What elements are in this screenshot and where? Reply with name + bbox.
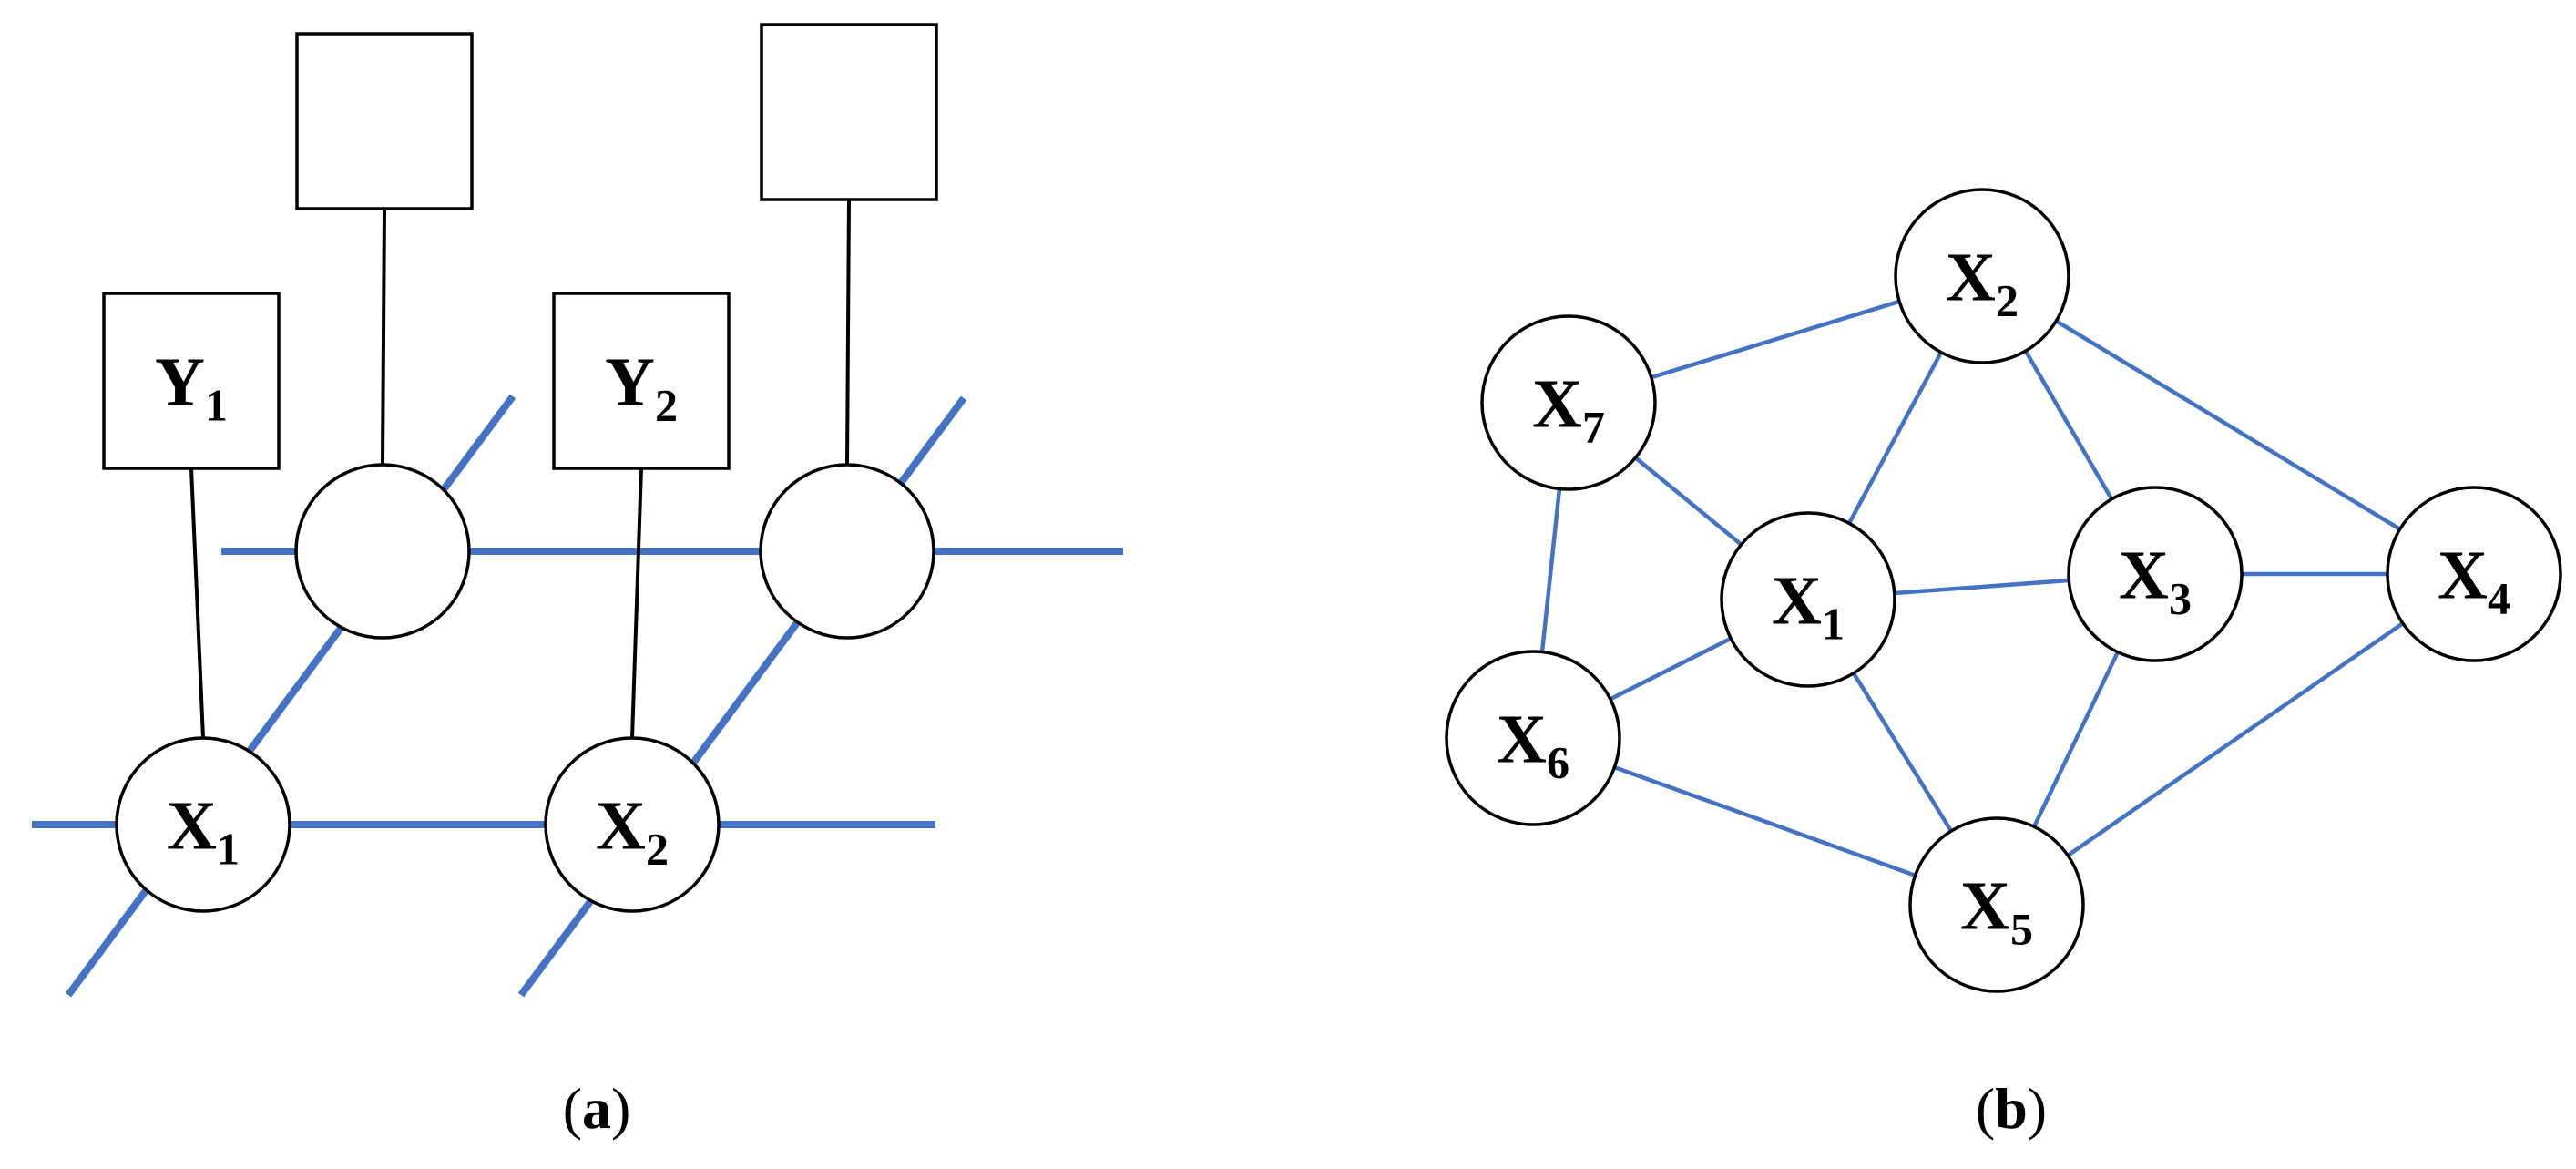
graph-node-X4: X4 (2386, 486, 2562, 662)
graph-node-circle (1908, 816, 2085, 993)
edge-X4-X5 (2066, 621, 2405, 857)
graph-node-label: X6 (1497, 702, 1569, 788)
graph-node-circle (2067, 486, 2244, 662)
graph-node-X2: X2 (1894, 188, 2070, 364)
graph-node-X5: X5 (1908, 816, 2085, 993)
graph-node-X1: X1 (1720, 511, 1896, 688)
graph-node-circle (1480, 314, 1657, 491)
edge-X6-X5 (1613, 765, 1917, 877)
graph-node-circle (2386, 486, 2562, 662)
edge-X1-X3 (1894, 578, 2070, 596)
hidden-node-ha (294, 463, 471, 640)
edge-X2-X1 (1847, 351, 1943, 525)
observation-link (845, 199, 851, 466)
graph-node-X3: X3 (2067, 486, 2244, 662)
hidden-circle (759, 463, 935, 640)
hidden-node-x1: X1 (115, 736, 291, 913)
graph-node-circle (1894, 188, 2070, 364)
edge-X7-X1 (1633, 456, 1743, 547)
graph-node-X6: X6 (1445, 650, 1621, 826)
edge-X2-X3 (2023, 350, 2114, 500)
observed-node-ua (295, 32, 474, 210)
edge-X7-X6 (1539, 488, 1562, 652)
caption-a-letter: a (582, 1076, 611, 1141)
observed-node-y2: Y2 (552, 292, 731, 470)
hidden-circle (544, 736, 721, 913)
graph-node-label: X1 (1772, 563, 1845, 650)
hidden-node-label: X2 (596, 788, 669, 875)
observed-box (760, 23, 938, 201)
graph-node-label: X3 (2119, 538, 2192, 624)
hidden-node-x2: X2 (544, 736, 721, 913)
edge-X1-X5 (1852, 672, 1953, 833)
observed-box (102, 292, 281, 470)
observed-node-y1: Y1 (102, 292, 281, 470)
observation-link (630, 467, 643, 739)
graph-node-circle (1720, 511, 1896, 688)
graph-node-label: X4 (2438, 538, 2510, 624)
observed-node-label: Y1 (155, 344, 228, 431)
lattice-edge (65, 394, 516, 998)
hidden-circle (115, 736, 291, 913)
edge-X2-X4 (2055, 319, 2401, 531)
edge-X7-X2 (1651, 299, 1900, 380)
observation-link (189, 467, 205, 739)
graph-node-X7: X7 (1480, 314, 1657, 491)
caption-b: (b) (1976, 1076, 2047, 1141)
observed-node-ub (760, 23, 938, 201)
graph-node-label: X7 (1532, 366, 1605, 453)
hidden-circle (294, 463, 471, 640)
caption-b-letter: b (1995, 1076, 2028, 1141)
observed-node-label: Y2 (605, 344, 678, 431)
observed-box (552, 292, 731, 470)
edge-X3-X5 (2032, 651, 2120, 828)
graph-node-circle (1445, 650, 1621, 826)
caption-a: (a) (563, 1076, 631, 1141)
graph-node-label: X2 (1946, 240, 2019, 326)
observed-box (295, 32, 474, 210)
hidden-node-label: X1 (167, 788, 240, 875)
observation-link (381, 208, 386, 466)
hidden-node-hb (759, 463, 935, 640)
graph-node-label: X5 (1960, 868, 2033, 955)
edge-X1-X6 (1609, 636, 1733, 702)
